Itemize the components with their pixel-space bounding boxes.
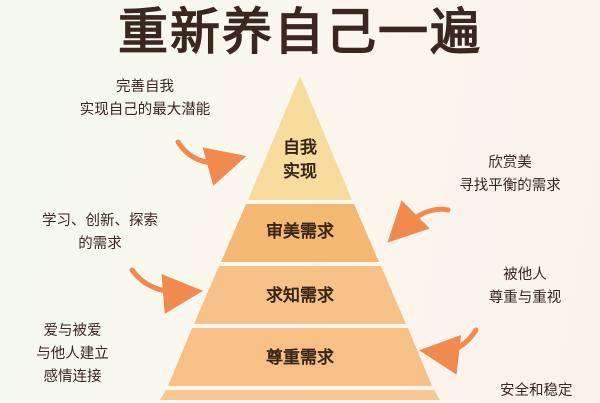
pyramid-tier-self-actualization (248, 76, 352, 200)
annotation-esteem: 被他人 尊重与重视 (488, 267, 562, 306)
annotation-cognitive: 学习、创新、探索 的需求 (42, 213, 158, 252)
curved-arrow-icon (419, 327, 479, 375)
curved-arrow-icon (387, 200, 451, 243)
curved-arrow-icon (129, 267, 203, 314)
pyramid-tier-esteem (168, 328, 432, 386)
tier-label-esteem: 尊重需求 (266, 348, 334, 368)
page-title: 重新养自己一遍 (118, 3, 482, 61)
pyramid-tier-physiological (160, 390, 440, 400)
tier-label-self-actualization: 自我 实现 (283, 138, 317, 182)
curved-arrow-icon (175, 139, 247, 186)
pyramid-tier-cognitive (194, 266, 406, 324)
tier-label-aesthetic: 审美需求 (266, 222, 334, 242)
annotation-safety: 安全和稳定 (500, 383, 573, 399)
tier-label-cognitive: 求知需求 (266, 286, 334, 306)
annotation-belonging: 爱与被爱 与他人建立 感情连接 (36, 323, 109, 385)
annotation-aesthetic: 欣赏美 寻找平衡的需求 (459, 155, 561, 194)
annotation-self-actualization: 完善自我 实现自己的最大潜能 (79, 79, 211, 118)
pyramid-tier-aesthetic (221, 204, 379, 262)
